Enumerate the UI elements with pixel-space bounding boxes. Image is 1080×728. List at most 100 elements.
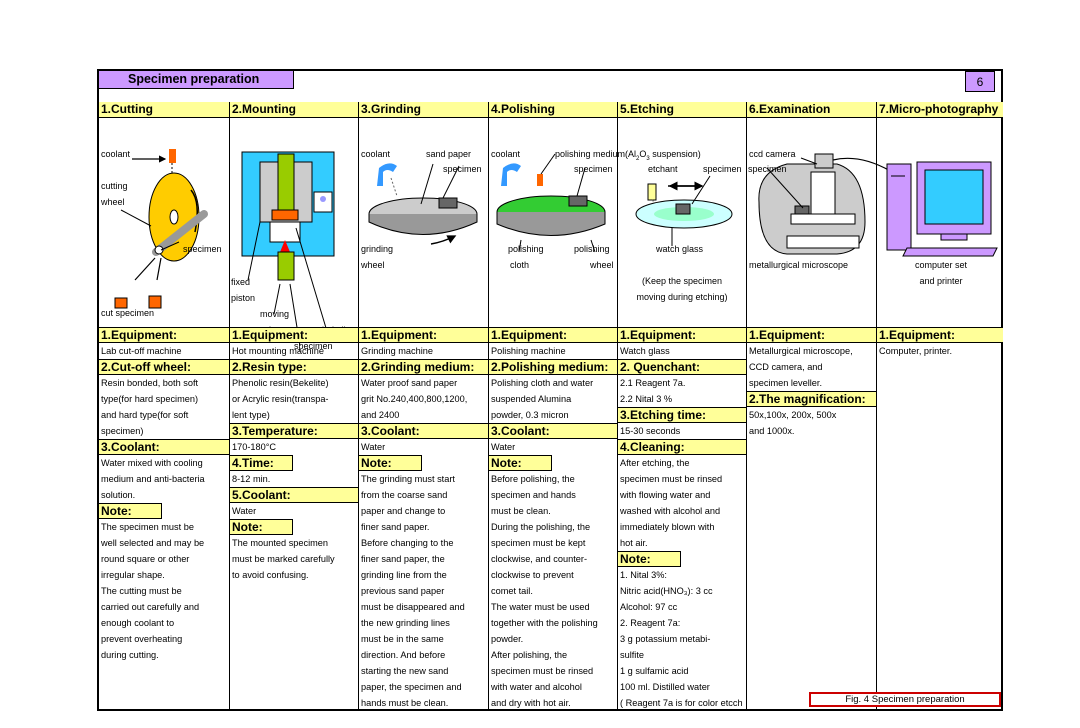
section-text: from the coarse sand xyxy=(361,490,448,500)
section-text: Computer, printer. xyxy=(879,346,953,356)
specimen-preparation-sheet: Specimen preparation 6 1.Cutting coolant… xyxy=(97,69,1003,711)
illustration-label: wheel xyxy=(101,197,125,207)
note-heading: Note: xyxy=(618,551,681,567)
illustration-label: specimen xyxy=(574,164,613,174)
step-heading: 7.Micro-photography xyxy=(877,102,1003,118)
section-text: During the polishing, the xyxy=(491,522,591,532)
illustration-label: etchant xyxy=(648,164,678,174)
section-text: 2.1 Reagent 7a. xyxy=(620,378,686,388)
section-text: The water must be used xyxy=(491,602,590,612)
illustration-label: specimen xyxy=(443,164,482,174)
section-text: the new grinding lines xyxy=(361,618,450,628)
section-text: during cutting. xyxy=(101,650,159,660)
section-heading: 5.Coolant: xyxy=(230,487,358,503)
section-text: and 1000x. xyxy=(749,426,795,436)
section-text: starting the new sand xyxy=(361,666,449,676)
illustration-label: coolant xyxy=(491,149,521,159)
section-text: or Acrylic resin(transpa- xyxy=(232,394,329,404)
step-heading: 6.Examination xyxy=(747,102,876,118)
polishing-disc-icon xyxy=(496,153,606,253)
section-text: specimen must be kept xyxy=(491,538,586,548)
section-text: 100 ml. Distilled water xyxy=(620,682,710,692)
section-text: lent type) xyxy=(232,410,270,420)
section-text: After polishing, the xyxy=(491,650,568,660)
section-text: must be in the same xyxy=(361,634,444,644)
section-text: clockwise to prevent xyxy=(491,570,574,580)
section-text: Metallurgical microscope, xyxy=(749,346,853,356)
illustration-label: polishing xyxy=(574,244,610,254)
illustration-label: ccd camera xyxy=(749,149,796,159)
section-text: The grinding must start xyxy=(361,474,455,484)
section-heading: 2.Grinding medium: xyxy=(359,359,488,375)
section-text: 2. Reagent 7a: xyxy=(620,618,681,628)
section-text: Water xyxy=(361,442,386,452)
section-heading: 3.Coolant: xyxy=(359,423,488,439)
section-heading: 1.Equipment: xyxy=(618,327,746,343)
section-text: with water and alcohol xyxy=(491,682,582,692)
section-text: 15-30 seconds xyxy=(620,426,681,436)
section-text: Nitric acid(HNO₃): 3 cc xyxy=(620,586,713,596)
note-heading: 4.Time: xyxy=(230,455,293,471)
section-text: Phenolic resin(Bekelite) xyxy=(232,378,329,388)
page-title: Specimen preparation xyxy=(99,71,294,89)
section-heading: 1.Equipment: xyxy=(747,327,876,343)
note-heading: Note: xyxy=(359,455,422,471)
section-text: 1. Nital 3%: xyxy=(620,570,667,580)
figure-caption: Fig. 4 Specimen preparation xyxy=(809,692,1001,707)
illustration-label: specimen xyxy=(294,341,333,351)
section-text: and 2400 xyxy=(361,410,400,420)
note-heading: Note: xyxy=(230,519,293,535)
section-text: Hot mounting machine xyxy=(232,346,324,356)
section-text: Resin bonded, both soft xyxy=(101,378,199,388)
section-text: Lab cut-off machine xyxy=(101,346,182,356)
section-text: 170-180°C xyxy=(232,442,277,452)
section-text: specimen must be rinsed xyxy=(491,666,594,676)
section-text: medium and anti-bacteria xyxy=(101,474,205,484)
section-text: specimen) xyxy=(101,426,144,436)
section-text: Grinding machine xyxy=(361,346,434,356)
section-text: Before polishing, the xyxy=(491,474,575,484)
section-heading: 2.Cut-off wheel: xyxy=(99,359,229,375)
section-text: 2.2 Nital 3 % xyxy=(620,394,673,404)
step-heading: 4.Polishing xyxy=(489,102,617,118)
section-text: 3 g potassium metabi- xyxy=(620,634,711,644)
section-text: Watch glass xyxy=(620,346,670,356)
section-text: suspended Alumina xyxy=(491,394,572,404)
illustration-label: grinding xyxy=(361,244,394,254)
section-text: ( Reagent 7a is for color etcch ) xyxy=(620,698,745,708)
section-text: Water xyxy=(232,506,257,516)
section-text: Polishing cloth and water xyxy=(491,378,594,388)
section-text: The cutting must be xyxy=(101,586,182,596)
section-text: must be clean. xyxy=(491,506,551,516)
section-heading: 2.Resin type: xyxy=(230,359,358,375)
section-text: specimen must be rinsed xyxy=(620,474,723,484)
section-text: powder. xyxy=(491,634,524,644)
section-heading: 4.Cleaning: xyxy=(618,439,746,455)
section-text: prevent overheating xyxy=(101,634,183,644)
computer-icon xyxy=(886,161,998,257)
illustration-label: specimen xyxy=(183,244,222,254)
illustration-label: sand paper xyxy=(426,149,472,159)
section-text: well selected and may be xyxy=(101,538,205,548)
step-heading: 1.Cutting xyxy=(99,102,229,118)
section-text: direction. And before xyxy=(361,650,446,660)
illustration-label: polishing medium(Al2O3 suspension) xyxy=(555,149,701,162)
section-heading: 3.Etching time: xyxy=(618,407,746,423)
illustration-label: cut specimen xyxy=(101,308,155,318)
section-text: type(for hard specimen) xyxy=(101,394,199,404)
section-text: grit No.240,400,800,1200, xyxy=(361,394,468,404)
illustration-label: specimen xyxy=(748,164,787,174)
section-text: hot air. xyxy=(620,538,648,548)
section-text: The specimen must be xyxy=(101,522,194,532)
section-heading: 1.Equipment: xyxy=(877,327,1003,343)
illustration-label: polishing xyxy=(508,244,544,254)
illustration-label: coolant xyxy=(361,149,391,159)
illustration-label: coolant xyxy=(101,149,131,159)
section-text: specimen leveller. xyxy=(749,378,823,388)
illustration-label: wheel xyxy=(361,260,385,270)
mounting-press-icon xyxy=(241,151,335,347)
